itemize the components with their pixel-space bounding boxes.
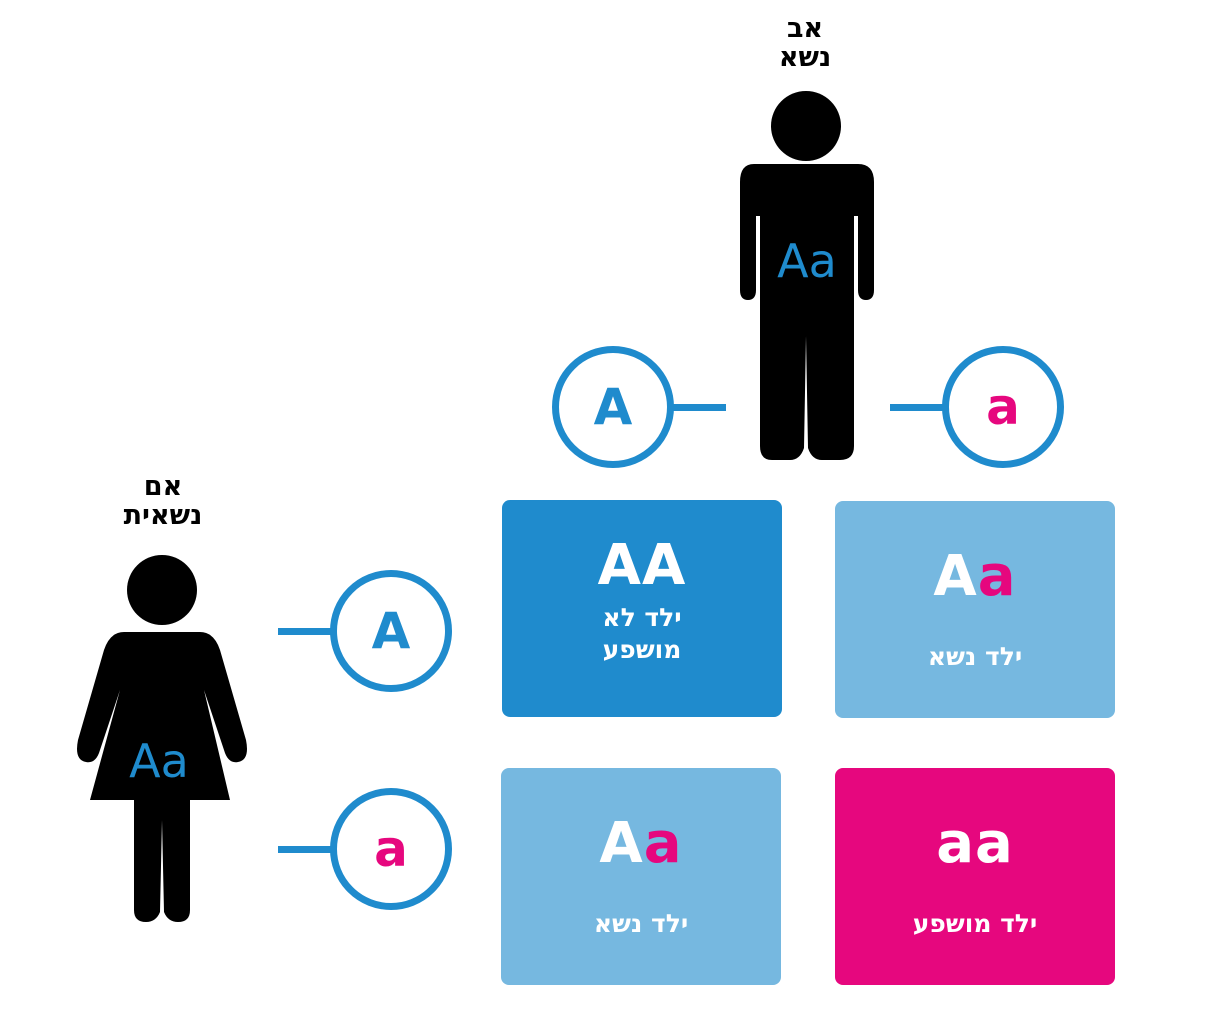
- mother-caption-line1: אם: [143, 471, 183, 502]
- mother-dominant-allele-label: A: [371, 602, 411, 660]
- cell-AA-label-line2: מושפע: [602, 635, 682, 664]
- cell-Aa-bottom-recessive: a: [643, 811, 683, 876]
- father-dominant-connector: [668, 404, 726, 411]
- mother-recessive-connector: [278, 846, 336, 853]
- cell-aa-affected[interactable]: aa ילד מושפע: [835, 768, 1115, 985]
- father-caption-line1: אב: [786, 13, 824, 44]
- father-caption-line2: נשא: [778, 42, 832, 73]
- mother-caption-line2: נשאית: [123, 500, 203, 531]
- father-recessive-connector: [890, 404, 948, 411]
- cell-AA-genotype: AA: [502, 538, 782, 594]
- female-person-icon: [77, 555, 247, 922]
- cell-aa-label: ילד מושפע: [912, 909, 1038, 938]
- father-dominant-allele[interactable]: A: [552, 346, 674, 468]
- father-caption: אב נשא: [740, 14, 870, 72]
- male-person-icon: [740, 91, 874, 460]
- cell-Aa-bottom-label: ילד נשא: [593, 909, 689, 938]
- mother-dominant-connector: [278, 628, 336, 635]
- father-recessive-allele[interactable]: a: [942, 346, 1064, 468]
- cell-Aa-carrier-bottom[interactable]: Aa ילד נשא: [501, 768, 781, 985]
- cell-Aa-top-dominant: A: [933, 544, 978, 609]
- mother-genotype: Aa: [129, 734, 189, 788]
- mother-recessive-allele[interactable]: a: [330, 788, 452, 910]
- mother-recessive-allele-label: a: [374, 820, 408, 878]
- cell-aa-genotype: aa: [835, 816, 1115, 872]
- cell-Aa-top-genotype: Aa: [835, 549, 1115, 605]
- cell-AA-label-line1: ילד לא: [602, 603, 682, 632]
- cell-AA-label: ילד לא מושפע: [502, 602, 782, 666]
- cell-aa-genotype-text: aa: [936, 811, 1014, 876]
- cell-AA-unaffected[interactable]: AA ילד לא מושפע: [502, 500, 782, 717]
- mother-dominant-allele[interactable]: A: [330, 570, 452, 692]
- father-genotype: Aa: [777, 234, 837, 288]
- cell-Aa-carrier-top[interactable]: Aa ילד נשא: [835, 501, 1115, 718]
- father-recessive-allele-label: a: [986, 378, 1020, 436]
- cell-Aa-top-recessive: a: [977, 544, 1017, 609]
- cell-AA-genotype-text: AA: [597, 533, 687, 598]
- cell-Aa-top-label: ילד נשא: [927, 642, 1023, 671]
- cell-Aa-bottom-dominant: A: [599, 811, 644, 876]
- father-dominant-allele-label: A: [593, 378, 633, 436]
- mother-caption: אם נשאית: [88, 472, 238, 530]
- cell-Aa-bottom-genotype: Aa: [501, 816, 781, 872]
